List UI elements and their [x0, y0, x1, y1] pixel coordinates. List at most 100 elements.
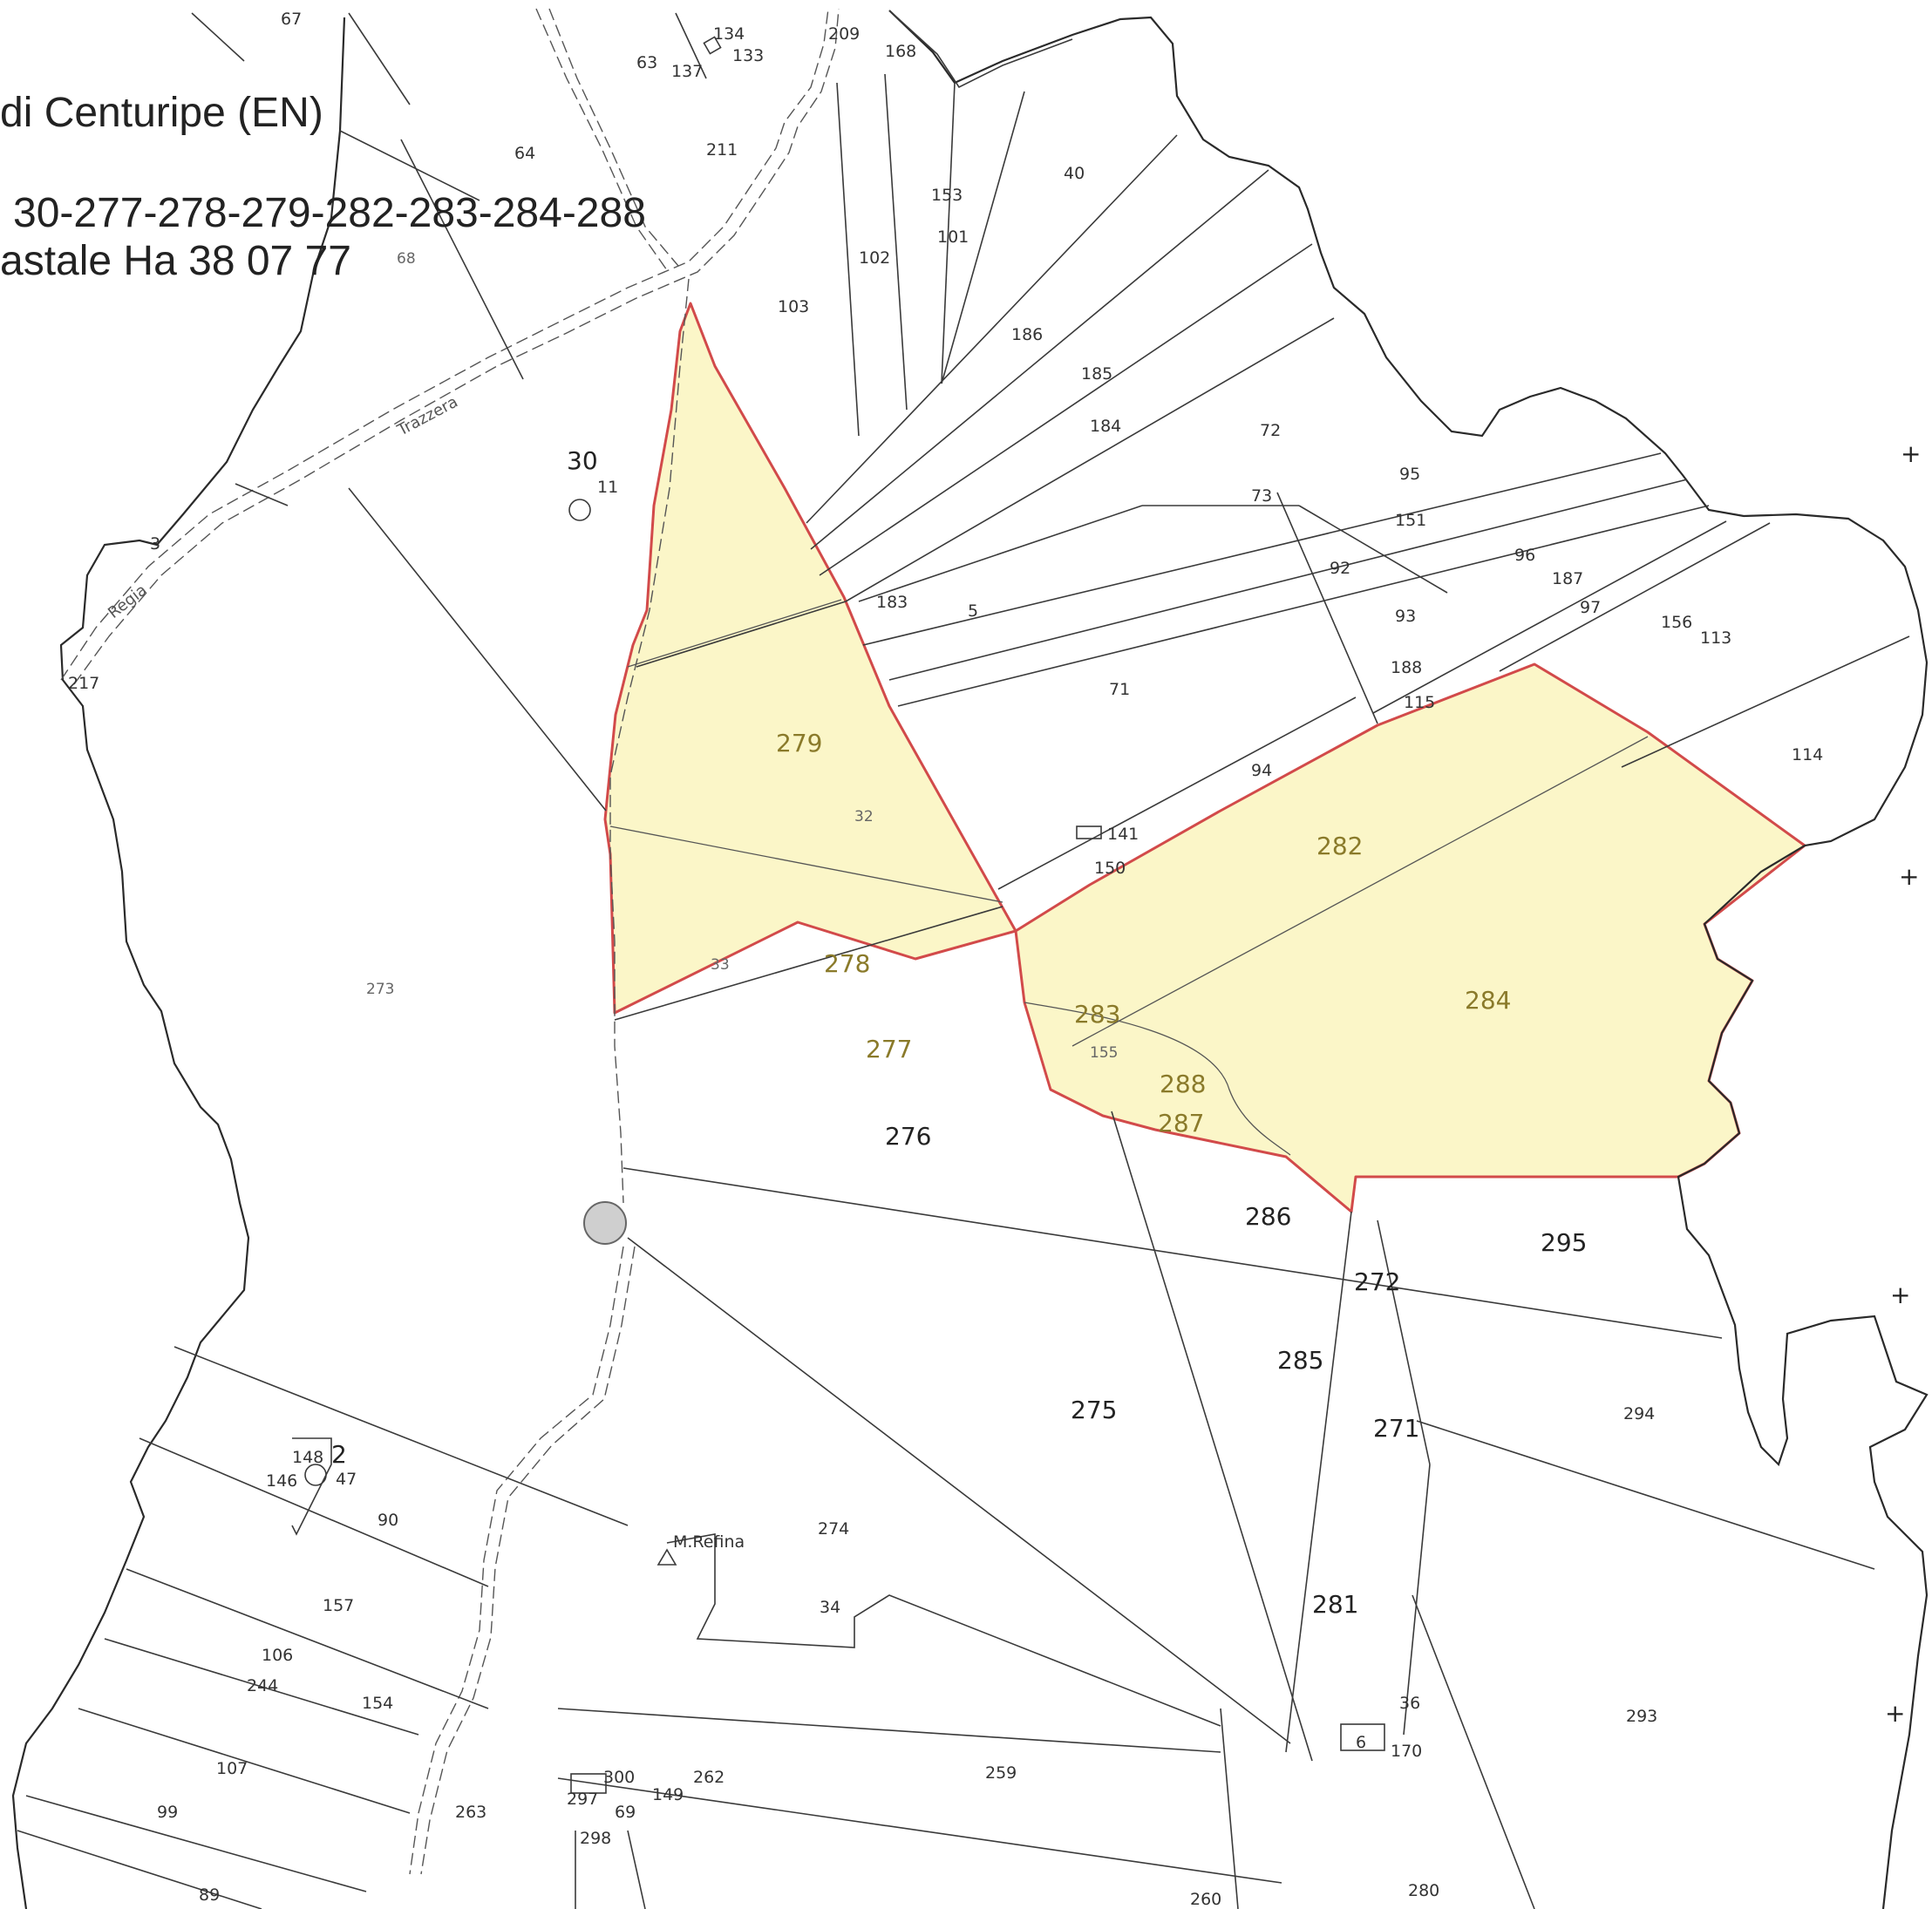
parcel-label: 156: [1661, 613, 1692, 632]
map-symbols: + + + +: [304, 36, 1921, 1794]
header-text: di Centuripe (EN) 30-277-278-279-282-283…: [0, 90, 646, 284]
west-boundary: [11, 17, 346, 1909]
parcel-label: 114: [1792, 745, 1823, 764]
parcel-label: 282: [1316, 832, 1363, 860]
header-line-1: di Centuripe (EN): [0, 90, 323, 136]
parcel-label: 271: [1373, 1414, 1419, 1443]
grid-cross-1: +: [1901, 439, 1921, 468]
parcel-label: 40: [1064, 164, 1085, 183]
building-circle-icon: [568, 499, 591, 521]
parcel-label: 277: [866, 1035, 912, 1063]
parcel-label: 295: [1541, 1228, 1587, 1257]
parcel-label: 149: [652, 1785, 684, 1804]
highlighted-area: [603, 302, 1806, 1213]
parcel-label: 187: [1552, 569, 1583, 588]
parcel-label: 285: [1277, 1346, 1323, 1375]
parcel-label: 115: [1404, 693, 1435, 712]
parcel-label: 293: [1626, 1707, 1657, 1726]
parcel-label: 280: [1408, 1881, 1439, 1900]
parcel-label: 101: [937, 228, 969, 247]
parcel-label: 63: [636, 53, 657, 72]
parcel-label: 137: [671, 62, 703, 81]
parcel-label: 72: [1260, 421, 1281, 440]
parcel-label: 260: [1190, 1890, 1221, 1909]
parcel-label: 146: [266, 1471, 297, 1491]
parcel-label: 69: [615, 1803, 636, 1822]
parcel-label: 90: [378, 1511, 398, 1530]
parcel-label: 283: [1074, 1000, 1120, 1029]
parcel-label: 294: [1623, 1404, 1655, 1423]
parcel-label: 278: [824, 949, 870, 978]
parcel-label: 300: [603, 1768, 635, 1787]
parcel-label: 188: [1391, 658, 1422, 677]
parcel-label: 209: [828, 24, 860, 44]
parcel-label: 107: [216, 1759, 248, 1778]
parcel-label: 157: [323, 1596, 354, 1615]
parcel-label: 217: [68, 674, 99, 693]
highlighted-inner-lines: [609, 599, 1649, 1156]
parcel-label: 150: [1094, 859, 1126, 878]
parcel-label: 168: [885, 42, 916, 61]
municipal-boundary: [888, 10, 1929, 1909]
parcel-label: 36: [1399, 1694, 1420, 1713]
parcel-label: 102: [859, 248, 890, 268]
parcel-label: 113: [1700, 628, 1731, 648]
parcel-label: 275: [1071, 1396, 1117, 1424]
parcel-label: 286: [1245, 1202, 1291, 1231]
parcel-label: 106: [262, 1646, 293, 1665]
parcel-label: 32: [854, 808, 874, 825]
grid-cross-3: +: [1890, 1281, 1910, 1309]
parcel-label: 184: [1090, 417, 1121, 436]
parcel-label: 3: [150, 534, 160, 554]
parcel-label: 5: [968, 601, 978, 621]
parcel-label: 274: [818, 1519, 849, 1539]
parcel-label: 276: [885, 1122, 931, 1151]
grid-cross-4: +: [1885, 1699, 1905, 1728]
parcel-label: 272: [1354, 1267, 1400, 1296]
parcel-label: 89: [199, 1885, 220, 1905]
highlighted-parcels-west[interactable]: [603, 302, 1017, 1015]
parcel-label: 71: [1109, 680, 1130, 699]
parcel-label: 170: [1391, 1742, 1422, 1761]
roads: [60, 8, 840, 1875]
header-line-2: 30-277-278-279-282-283-284-288: [13, 190, 646, 236]
parcel-label: 297: [567, 1790, 598, 1809]
parcel-label: 93: [1395, 607, 1416, 626]
place-label-m-refina: M.Refina: [673, 1532, 745, 1552]
parcel-label: 94: [1251, 761, 1272, 780]
parcel-labels: 67 134 133 63 137 209 168 64 211 153 40 …: [68, 10, 1823, 1909]
parcel-lines: [17, 12, 1910, 1909]
road-label-regia: Regia: [105, 581, 151, 622]
parcel-label: 64: [514, 144, 535, 163]
parcel-label: 298: [580, 1829, 611, 1848]
parcel-label: 287: [1158, 1109, 1204, 1138]
building-6-icon: [1340, 1723, 1385, 1751]
building-141-icon: [1076, 825, 1102, 839]
parcel-label: 96: [1514, 546, 1535, 565]
parcel-label: 34: [820, 1598, 840, 1617]
parcel-label: 134: [713, 24, 745, 44]
parcel-label: 148: [292, 1448, 323, 1467]
parcel-label: 103: [778, 297, 809, 316]
parcel-label: 273: [366, 981, 394, 998]
parcel-label: 68: [397, 250, 416, 268]
highlighted-parcels-east[interactable]: [1014, 662, 1806, 1213]
parcel-label: 281: [1312, 1590, 1358, 1619]
parcel-label: 6: [1356, 1733, 1366, 1752]
parcel-label: 47: [336, 1470, 357, 1489]
parcel-label: 33: [711, 956, 730, 974]
parcel-label: 185: [1081, 364, 1112, 384]
parcel-label: 11: [597, 478, 618, 497]
parcel-label: 259: [985, 1763, 1017, 1783]
parcel-label: 73: [1251, 486, 1272, 506]
parcel-label: 284: [1465, 986, 1511, 1015]
parcel-label: 67: [281, 10, 302, 29]
parcel-label: 141: [1107, 825, 1139, 844]
parcel-label: 183: [876, 593, 908, 612]
header-line-3: astale Ha 38 07 77: [0, 238, 351, 284]
parcel-label: 288: [1160, 1070, 1206, 1098]
parcel-label: 262: [693, 1768, 724, 1787]
parcel-label: 211: [706, 140, 738, 160]
parcel-label: 186: [1011, 325, 1043, 344]
